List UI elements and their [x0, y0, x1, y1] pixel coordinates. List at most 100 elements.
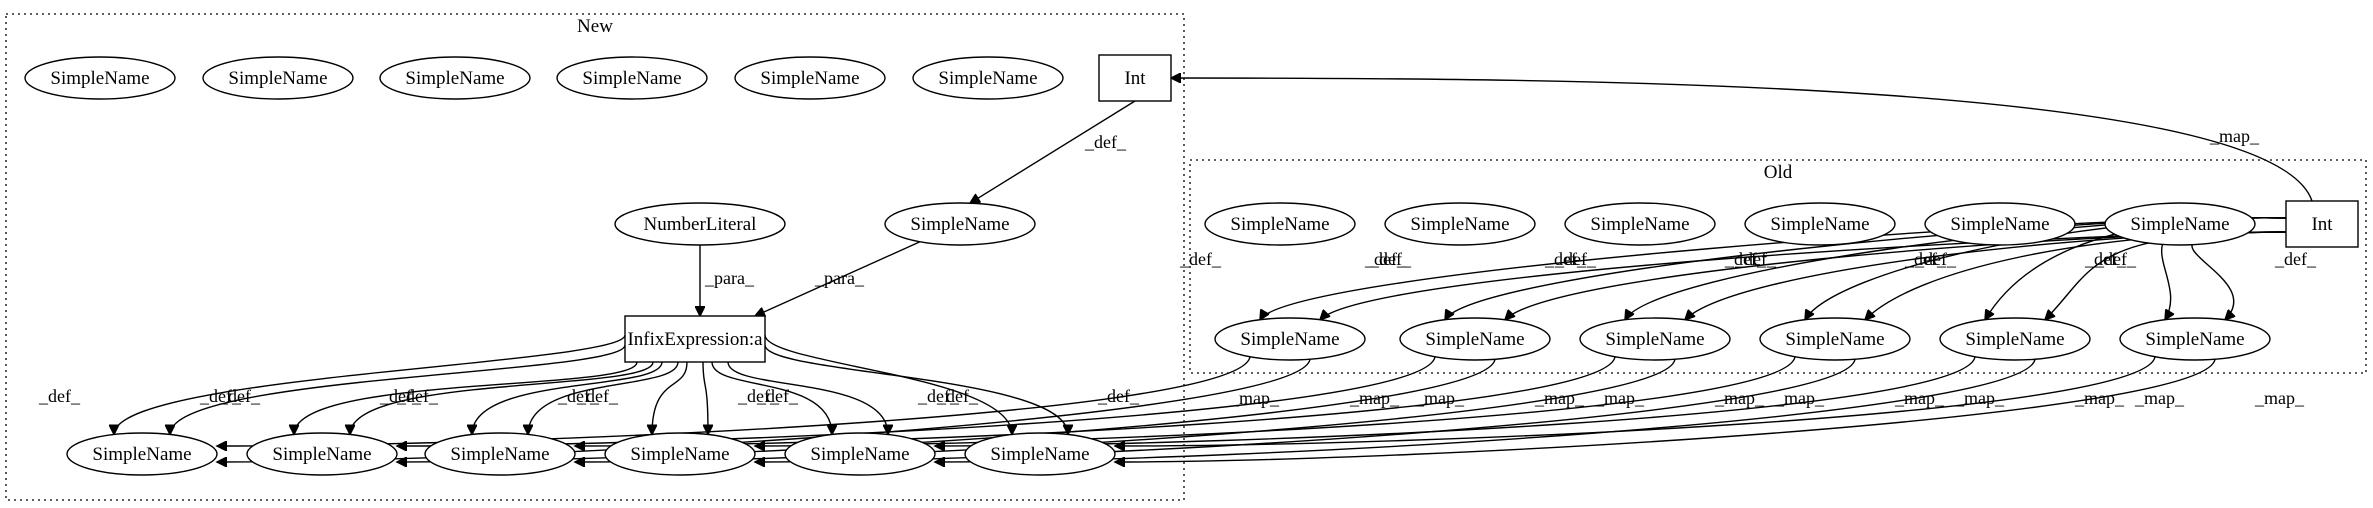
node-simplename[interactable]: SimpleName — [1939, 317, 2091, 361]
node-label: SimpleName — [1950, 214, 2049, 235]
node-label: SimpleName — [630, 444, 729, 465]
node-ellipse — [556, 56, 708, 100]
edge-label-def: _def_ — [1914, 249, 1957, 269]
edge-line — [170, 344, 626, 435]
edge-n_inf-n_b4: _def_ — [576, 361, 688, 435]
edge-label-map: _map_ — [2134, 388, 2185, 408]
edge-label-def: _def_ — [737, 386, 780, 406]
node-label: SimpleName — [760, 68, 859, 89]
edge-label-def: _def_ — [576, 386, 619, 406]
edge-label-map: _map_ — [2209, 126, 2260, 146]
node-simplename[interactable]: SimpleName — [912, 56, 1064, 100]
node-simplename[interactable]: SimpleName — [1744, 202, 1896, 246]
edge-label-def: _def_ — [1364, 249, 1407, 269]
node-simplename[interactable]: SimpleName — [2119, 317, 2271, 361]
node-simplename[interactable]: SimpleName — [1214, 317, 1366, 361]
edge-line — [970, 100, 1136, 203]
node-ellipse — [1939, 317, 2091, 361]
node-ellipse — [784, 432, 936, 476]
node-simplename[interactable]: SimpleName — [202, 56, 354, 100]
node-simplename[interactable]: SimpleName — [2104, 202, 2256, 246]
edge-o_m3-n_b3: _map_ — [575, 359, 1765, 462]
edge-label-def: _def_ — [1724, 249, 1767, 269]
cluster-old-border — [1189, 159, 2367, 374]
node-label: SimpleName — [1240, 329, 1339, 350]
node-simplename[interactable]: SimpleName — [604, 432, 756, 476]
edge-label-map: _map_ — [1954, 388, 2005, 408]
node-label: SimpleName — [1770, 214, 1869, 235]
edge-line — [1115, 356, 2156, 446]
edge-label-def: _def_ — [1369, 249, 1412, 269]
node-label: SimpleName — [228, 68, 327, 89]
edge-line — [1115, 359, 2216, 462]
node-simplename[interactable]: SimpleName — [1759, 317, 1911, 361]
edge-label-def: _def_ — [2084, 249, 2127, 269]
edge-label-def: _def_ — [2094, 249, 2137, 269]
edge-label-para: _para_ — [814, 268, 865, 288]
node-label: SimpleName — [1785, 329, 1884, 350]
node-ellipse — [1384, 202, 1536, 246]
node-simplename[interactable]: SimpleName — [379, 56, 531, 100]
node-label: SimpleName — [938, 68, 1037, 89]
node-box — [1098, 54, 1172, 102]
node-simplename[interactable]: SimpleName — [1399, 317, 1551, 361]
edge-label-map: _map_ — [1229, 388, 1280, 408]
node-simplename[interactable]: SimpleName — [964, 432, 1116, 476]
edge-line — [528, 361, 679, 435]
node-simplename[interactable]: SimpleName — [1924, 202, 2076, 246]
node-numberliteral[interactable]: NumberLiteral — [614, 202, 786, 246]
node-label: SimpleName — [92, 444, 191, 465]
edge-n_inf-n_b6: _def_ — [764, 334, 1012, 435]
edge-label-def: _def_ — [936, 386, 979, 406]
edge-line — [1171, 78, 2313, 202]
edge-label-def: _def_ — [1904, 249, 1947, 269]
node-simplename[interactable]: SimpleName — [1204, 202, 1356, 246]
node-infixexpression-a[interactable]: InfixExpression:a — [624, 315, 766, 363]
node-simplename[interactable]: SimpleName — [24, 56, 176, 100]
node-ellipse — [1744, 202, 1896, 246]
edges-layer: _map__def__para__para__def__def__def__de… — [38, 78, 2317, 462]
node-ellipse — [202, 56, 354, 100]
node-simplename[interactable]: SimpleName — [246, 432, 398, 476]
node-label: InfixExpression:a — [627, 329, 763, 350]
node-simplename[interactable]: SimpleName — [784, 432, 936, 476]
node-simplename[interactable]: SimpleName — [556, 56, 708, 100]
cluster-old: Old — [1189, 159, 2367, 374]
edge-o_int-n_int: _map_ — [1171, 78, 2313, 202]
node-ellipse — [1579, 317, 1731, 361]
node-ellipse — [66, 432, 218, 476]
node-int[interactable]: Int — [2285, 200, 2359, 248]
edge-n_inf-n_b2: _def_ — [350, 361, 654, 435]
edge-label-def: _def_ — [756, 386, 799, 406]
edge-n_inf-n_b3: _def_ — [528, 361, 679, 435]
cluster-new: New — [5, 13, 1185, 501]
edge-line — [764, 334, 1012, 435]
edge-line — [727, 361, 888, 435]
node-int[interactable]: Int — [1098, 54, 1172, 102]
edge-line — [2191, 231, 2287, 320]
edge-o_m4-n_b4: _map_ — [755, 359, 1945, 462]
edge-label-def: _def_ — [1179, 249, 1222, 269]
node-label: NumberLiteral — [644, 214, 757, 235]
node-simplename[interactable]: SimpleName — [424, 432, 576, 476]
edge-line — [755, 241, 921, 316]
node-label: SimpleName — [990, 444, 1089, 465]
node-simplename[interactable]: SimpleName — [1384, 202, 1536, 246]
node-simplename[interactable]: SimpleName — [734, 56, 886, 100]
node-ellipse — [734, 56, 886, 100]
edge-o_m5-n_b5: _map_ — [935, 359, 2125, 462]
edge-label-def: _def_ — [218, 386, 261, 406]
node-simplename[interactable]: SimpleName — [66, 432, 218, 476]
node-simplename[interactable]: SimpleName — [1579, 317, 1731, 361]
node-label: SimpleName — [272, 444, 371, 465]
node-simplename[interactable]: SimpleName — [1564, 202, 1716, 246]
node-label: SimpleName — [1965, 329, 2064, 350]
edge-o_m6-n_b6: _map_ — [1115, 356, 2185, 446]
node-simplename[interactable]: SimpleName — [884, 202, 1036, 246]
edge-label-def: _def_ — [379, 386, 422, 406]
edge-label-def: _def_ — [38, 386, 81, 406]
node-ellipse — [1214, 317, 1366, 361]
